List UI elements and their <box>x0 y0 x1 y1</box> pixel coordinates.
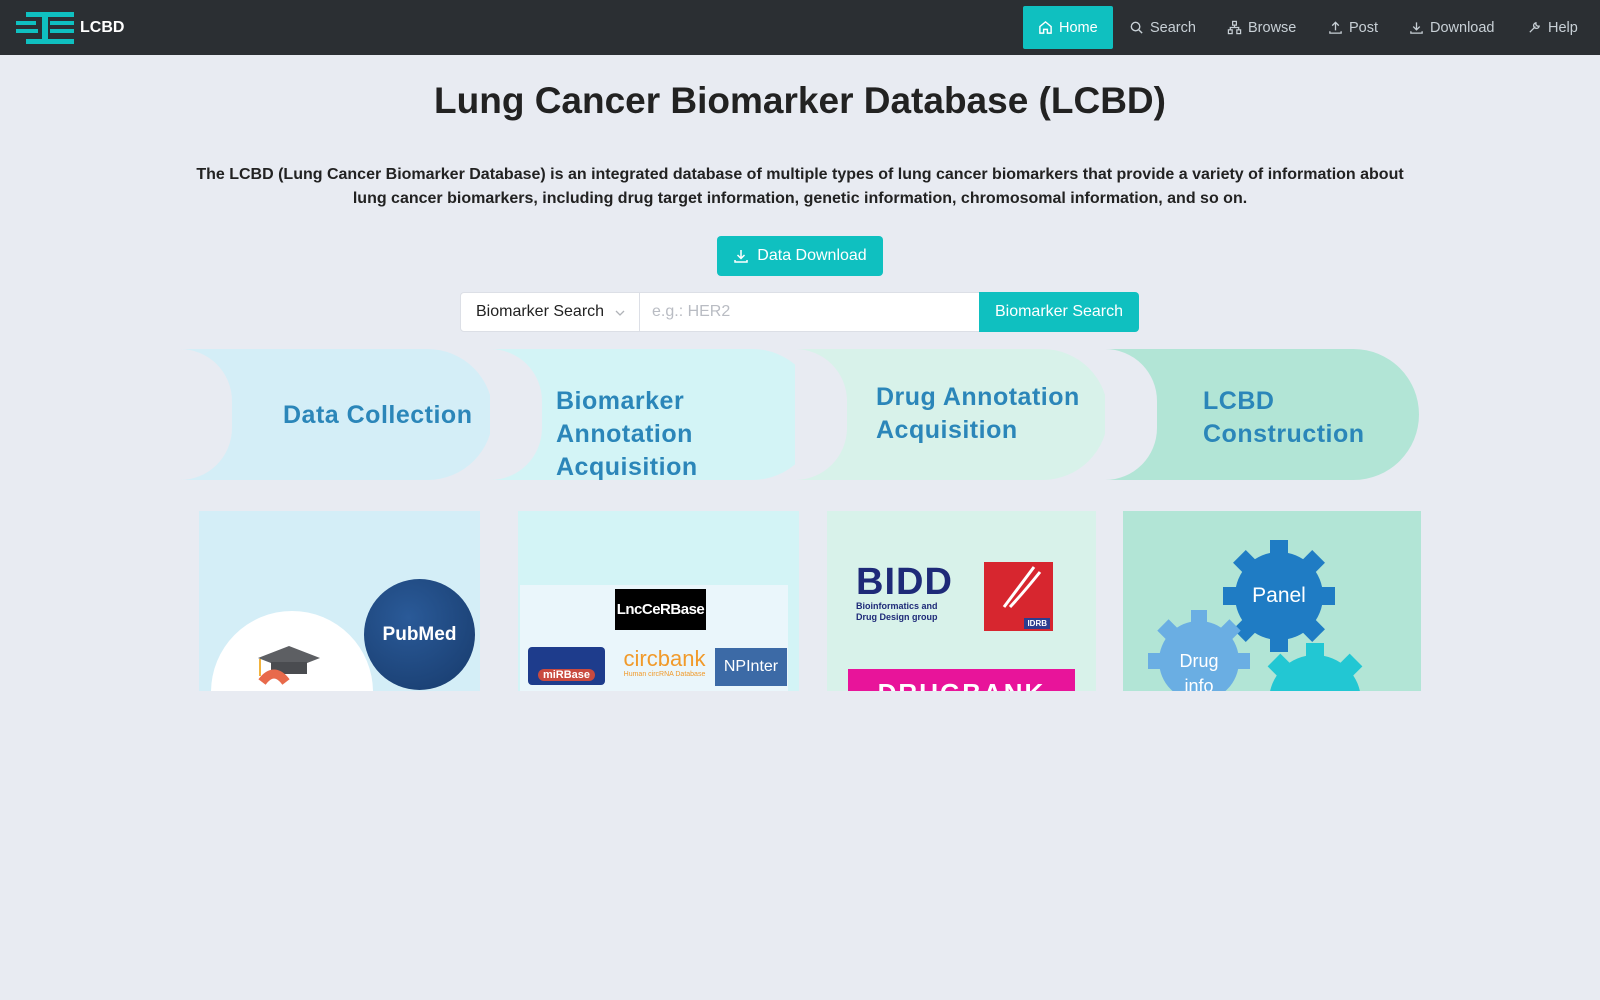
upload-icon <box>1329 21 1342 34</box>
search-type-select[interactable]: Biomarker Search <box>460 292 640 332</box>
step-line2: Construction <box>1203 420 1365 448</box>
circbank-subtitle: Human circRNA Database <box>623 671 706 678</box>
data-download-label: Data Download <box>757 247 867 264</box>
nav-download-label: Download <box>1430 19 1495 36</box>
page-title: Lung Cancer Biomarker Database (LCBD) <box>434 80 1166 121</box>
chevron-down-icon <box>615 310 625 316</box>
step-lcbd-construction: LCBD Construction <box>1105 349 1419 480</box>
mirbase-label: miRBase <box>537 669 596 681</box>
step-line1: Drug Annotation <box>876 383 1080 411</box>
step-label: Data Collection <box>283 399 472 432</box>
step-line1: Biomarker Annotation <box>556 387 693 448</box>
mirbase-logo: miRBase <box>528 647 605 685</box>
gear-drug-info-label: Drug info <box>1169 649 1229 691</box>
step-label: LCBD Construction <box>1203 385 1365 451</box>
step-biomarker-annotation: Biomarker Annotation Acquisition <box>490 349 818 481</box>
nav-search[interactable]: Search <box>1114 6 1211 49</box>
search-type-value: Biomarker Search <box>476 303 605 320</box>
graduation-cap-icon <box>258 646 320 685</box>
gear-drug-line2: info <box>1184 676 1214 691</box>
lnccerbase-logo: LncCeRBase <box>615 589 706 630</box>
panel-data-collection: PubMed <box>199 511 480 691</box>
gears-icon <box>1148 540 1363 691</box>
download-icon <box>734 250 749 263</box>
nav-post[interactable]: Post <box>1313 6 1393 49</box>
drugbank-logo: DRUGBANK <box>848 669 1075 691</box>
intro-text: The LCBD (Lung Cancer Biomarker Database… <box>196 166 1404 207</box>
step-notch <box>1105 349 1157 480</box>
nav-browse-label: Browse <box>1248 19 1297 36</box>
step-line2: Acquisition <box>876 416 1018 444</box>
step-label: Biomarker Annotation Acquisition <box>556 385 818 484</box>
wrench-icon <box>1529 22 1540 33</box>
gear-panel-label: Panel <box>1252 584 1306 607</box>
step-data-collection: Data Collection <box>180 349 493 480</box>
bidd-logo: BIDD Bioinformatics and Drug Design grou… <box>856 563 966 623</box>
nav-browse[interactable]: Browse <box>1212 6 1311 49</box>
panel-biomarker-sources: LncCeRBase miRBase circbank Human circRN… <box>518 511 799 691</box>
circbank-logo: circbank Human circRNA Database <box>622 647 707 685</box>
nav-help-label: Help <box>1548 19 1578 36</box>
nav-home-label: Home <box>1059 19 1098 36</box>
step-line1: Data Collection <box>283 401 473 429</box>
brand-logo[interactable]: LCBD <box>16 12 124 44</box>
gear-drug-line1: Drug <box>1179 651 1219 671</box>
nav-download[interactable]: Download <box>1394 6 1510 49</box>
panel-drug-sources: BIDD Bioinformatics and Drug Design grou… <box>827 511 1096 691</box>
download-icon <box>1410 22 1423 34</box>
step-line1: LCBD <box>1203 387 1275 415</box>
circbank-label: circbank <box>623 646 706 671</box>
npinter-logo: NPInter <box>715 648 787 686</box>
dna-icon <box>1002 566 1042 609</box>
pubmed-logo: PubMed <box>364 579 475 690</box>
lcbd-logo-icon <box>16 12 74 44</box>
panel-lcbd-construction: Panel Drug info <box>1123 511 1421 691</box>
step-notch <box>490 349 542 480</box>
brand-name: LCBD <box>80 19 125 36</box>
home-icon <box>1039 20 1052 34</box>
nav-help[interactable]: Help <box>1512 6 1593 49</box>
step-notch <box>795 349 847 480</box>
idrb-label: IDRB <box>1024 618 1050 629</box>
step-drug-annotation: Drug Annotation Acquisition <box>795 349 1108 480</box>
nav-search-label: Search <box>1150 19 1196 36</box>
bidd-label: BIDD <box>856 561 953 603</box>
biomarker-search-button[interactable]: Biomarker Search <box>979 292 1139 332</box>
step-line2: Acquisition <box>556 453 698 481</box>
step-label: Drug Annotation Acquisition <box>876 381 1080 447</box>
nav-post-label: Post <box>1349 19 1379 36</box>
bidd-subtitle-1: Bioinformatics and <box>856 601 938 611</box>
sitemap-icon <box>1227 20 1242 35</box>
idrb-logo: IDRB <box>984 562 1053 631</box>
top-navbar: LCBD Home Search Browse Post Download He… <box>0 0 1600 55</box>
nav-home[interactable]: Home <box>1023 6 1113 49</box>
search-input[interactable] <box>640 292 980 332</box>
step-notch <box>180 349 232 480</box>
bidd-subtitle-2: Drug Design group <box>856 612 938 622</box>
search-icon <box>1130 21 1143 34</box>
data-download-button[interactable]: Data Download <box>717 236 883 276</box>
